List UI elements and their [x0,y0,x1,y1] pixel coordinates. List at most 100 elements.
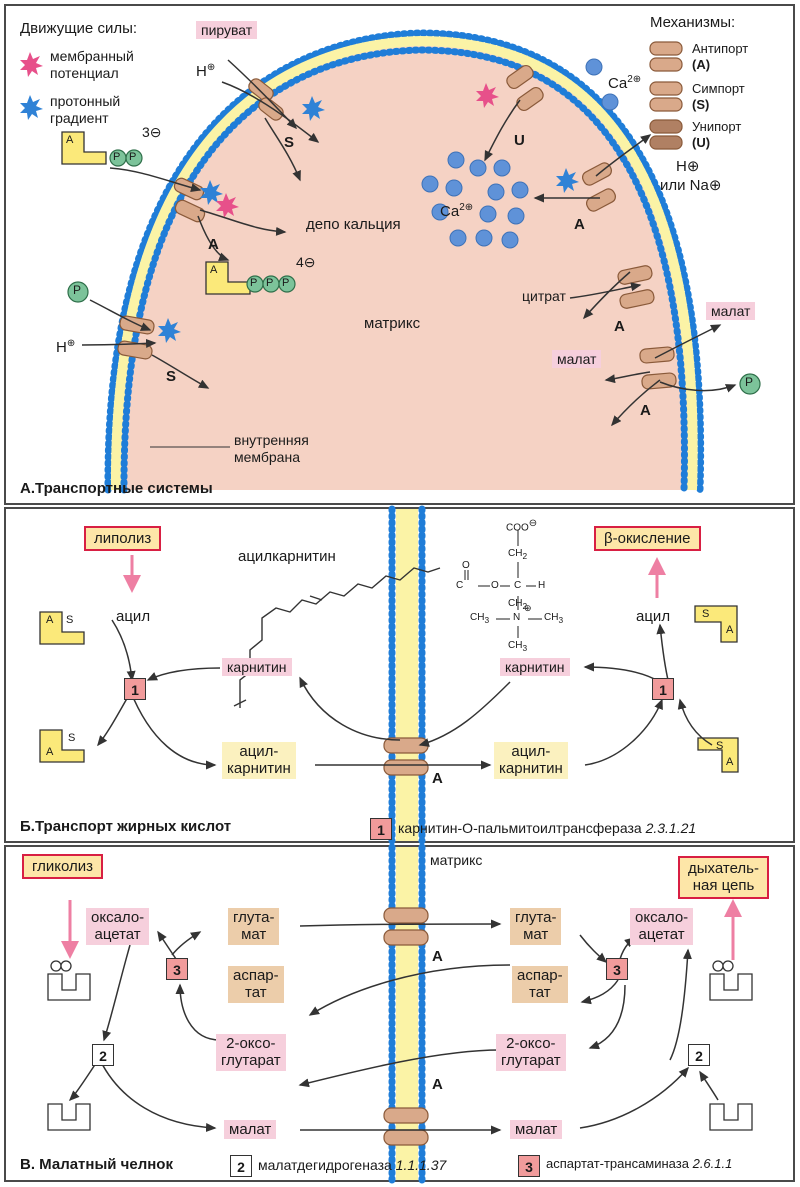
acyl-icon-a3: A [726,624,734,636]
adp-icon [61,131,107,165]
force-proton-line2: градиент [50,110,109,126]
glycolysis-box: гликолиз [22,854,104,879]
acyl-left: ацил [116,608,151,625]
acyl-icon-s4: S [716,740,724,752]
chem-o-carbonyl: O [462,560,470,571]
malate-right: малат [510,1120,563,1140]
oxoglutarate-right: 2-оксо-глутарат [496,1034,566,1071]
acyl-icon-a4: A [726,756,734,768]
chem-ch2-bottom: CH2 [508,598,528,611]
membrane-yellow [110,35,698,491]
panel-a-title: А.Транспортные системы [20,480,213,497]
ca-outer-label: Ca2⊕ [608,74,642,92]
oxaloacetate-left: оксало-ацетат [86,908,150,945]
chem-ch3-right: CH3 [544,612,564,625]
acyl-icon-a: A [46,614,54,626]
oxaloacetate-right: оксало-ацетат [630,908,694,945]
acyl-icon-s: S [66,614,74,626]
adp-p2: P [129,151,137,163]
antiport-letter: (A) [692,57,711,72]
aspartate-right: аспар-тат [512,966,568,1003]
chem-coo: COO⊖ [506,518,538,534]
enzyme-3-legend-icon: 3 [518,1155,540,1177]
antiport-a-2: A [574,216,585,233]
malate-left: малат [224,1120,277,1140]
enzyme-2-legend: малатдегидрогеназа 1.1.1.37 [258,1157,447,1173]
star-icons [20,52,579,343]
lipolysis-box: липолиз [84,526,162,551]
matrix-region [115,45,691,490]
acyl-icon-s3: S [702,608,710,620]
charge-3-minus: 3⊖ [142,124,162,140]
phosphate-left: P [73,283,82,297]
enzyme-3-legend: аспартат-трансаминаза 2.6.1.1 [546,1156,733,1171]
atp-p3: P [282,277,290,289]
acylcarnitine-left: ацил-карнитин [222,742,296,779]
h-plus-2: H⊕ [56,338,76,356]
ca-inner-label: Ca2⊕ [440,202,474,220]
membrane-outer-dots [104,29,705,494]
antiport-a-4: A [640,402,651,419]
chem-c-carbonyl: C [456,580,464,591]
antiport-a-c2: A [432,1076,443,1093]
uniport-u: U [514,132,525,149]
antiport-a-1: A [208,236,219,253]
carnitine-right: карнитин [500,658,570,677]
proton-gradient-star-icon [20,95,43,120]
chem-o-ester: O [491,580,499,591]
chem-ch3-left: CH3 [470,612,490,625]
symport-s-1: S [284,134,295,151]
membrane-inner-dots [120,46,688,494]
pyruvate-label: пируват [196,21,258,40]
phosphate-right: P [745,375,754,389]
antiport-label: Антипорт [692,41,749,56]
symport-s-2: S [166,368,177,385]
chem-h: H [538,580,546,591]
h-or-na-line1: H⊕ [676,158,700,175]
symport-letter: (S) [692,97,710,112]
calcium-ions [421,58,619,249]
enzyme-1-left: 1 [124,678,146,700]
enzyme-2-right: 2 [688,1044,710,1066]
calcium-depot-label: депо кальция [306,216,401,233]
carnitine-left: карнитин [222,658,292,677]
glutamate-left: глута-мат [228,908,280,945]
driving-forces-title: Движущие силы: [20,20,138,37]
aspartate-left: аспар-тат [228,966,284,1003]
acyl-right: ацил [636,608,671,625]
resp-chain-box: дыхатель-ная цепь [678,856,769,899]
antiport-a-c1: A [432,948,443,965]
panel-c-title: В. Малатный челнок [20,1156,173,1173]
uniport-label: Унипорт [692,119,742,134]
malate-outer-label: малат [706,302,756,321]
malate-inner-label: малат [552,350,602,369]
force-proton-line1: протонный [50,93,121,109]
h-plus-1: H⊕ [196,62,216,80]
citrate-label: цитрат [522,288,566,304]
acylcarnitine-title: ацилкарнитин [238,548,336,565]
enzyme-1-legend-icon: 1 [370,818,392,840]
atp-a-letter: A [210,264,218,276]
oxoglutarate-left: 2-оксо-глутарат [216,1034,286,1071]
antiport-a-b: A [432,770,443,787]
panel-b-title: Б.Транспорт жирных кислот [20,818,232,835]
force-membrane-line1: мембранный [50,48,134,64]
membrane-potential-star-icon [20,52,43,77]
enzyme-3-left: 3 [166,958,188,980]
chem-c-center: C [514,580,522,591]
chem-n-charge: ⊕ [524,603,532,613]
uniport-letter: (U) [692,135,711,150]
mechanisms-title: Механизмы: [650,14,736,31]
matrix-label-a: матрикс [364,315,421,332]
h-or-na-line2: или Na⊕ [660,177,722,194]
chem-ch2-top: CH2 [508,548,528,561]
charge-4-minus: 4⊖ [296,254,316,270]
enzyme-1-right: 1 [652,678,674,700]
chem-ch3-bottom: CH3 [508,640,528,653]
inner-membrane-line1: внутренняя [234,432,309,448]
antiport-a-3: A [614,318,625,335]
force-membrane-line2: потенциал [50,65,119,81]
atp-p1: P [250,277,258,289]
glutamate-right: глута-мат [510,908,562,945]
